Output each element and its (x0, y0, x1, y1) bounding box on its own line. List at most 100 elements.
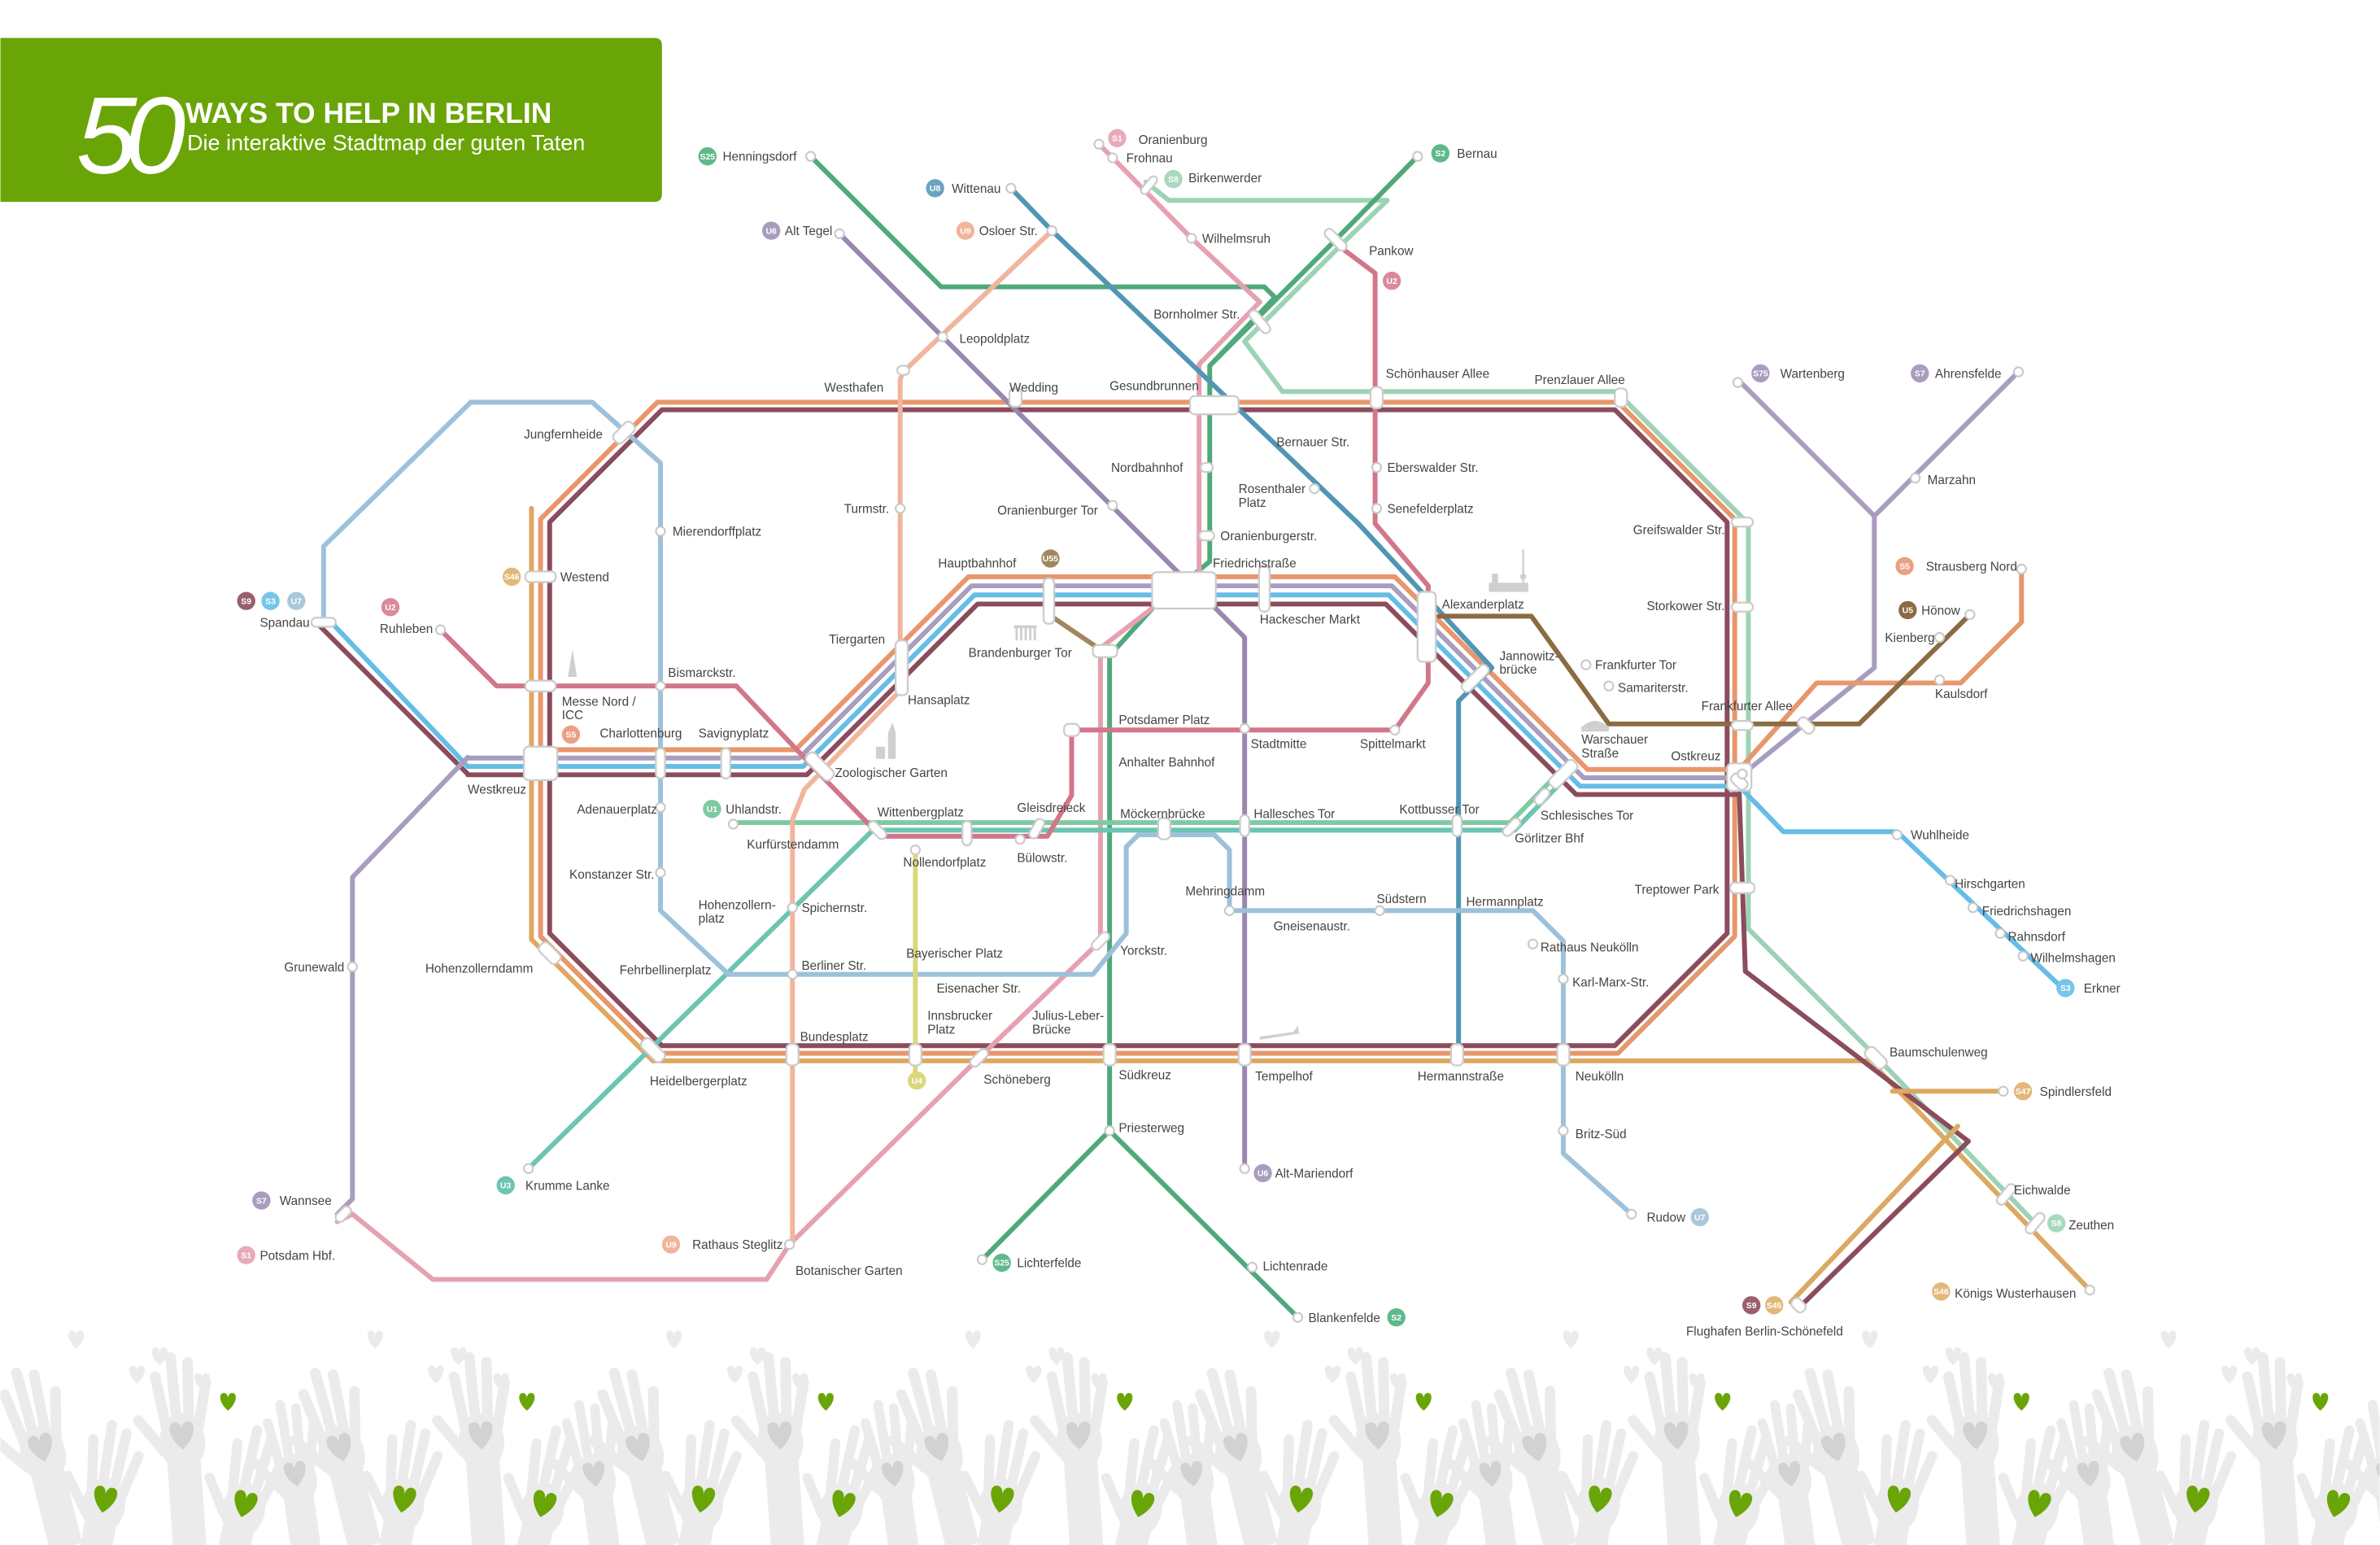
line-badge-s9[interactable]: S9 (1742, 1296, 1761, 1315)
interchange-marker[interactable] (1614, 387, 1628, 408)
station-label[interactable]: Berliner Str. (801, 959, 866, 973)
station-label[interactable]: Priesterweg (1118, 1122, 1184, 1136)
station-marker[interactable] (1967, 901, 1979, 914)
interchange-marker[interactable] (720, 747, 731, 780)
interchange-marker[interactable] (1237, 1043, 1252, 1067)
line-badge-s1[interactable]: S1 (1108, 129, 1127, 147)
station-marker[interactable] (1527, 938, 1539, 949)
interchange-marker[interactable] (639, 1037, 666, 1064)
station-marker[interactable] (787, 901, 798, 914)
interchange-marker[interactable] (310, 617, 337, 628)
station-label[interactable]: Yorckstr. (1120, 944, 1167, 958)
line-badge-u1[interactable]: U1 (703, 800, 721, 818)
station-marker[interactable] (1558, 973, 1569, 984)
station-label[interactable]: Nollendorfplatz (903, 856, 986, 870)
interchange-marker[interactable] (1239, 814, 1250, 837)
station-label[interactable]: Bernau (1457, 147, 1497, 161)
station-label[interactable]: Rudow (1646, 1211, 1686, 1225)
station-label[interactable]: Potsdamer Platz (1118, 714, 1210, 727)
station-label[interactable]: Karl-Marx-Str. (1572, 976, 1649, 990)
station-label[interactable]: Bundesplatz (800, 1031, 869, 1045)
line-badge-s3[interactable]: S3 (261, 591, 280, 610)
station-label[interactable]: Krumme Lanke (525, 1179, 610, 1193)
station-label[interactable]: Bernauer Str. (1276, 435, 1349, 449)
interchange-marker[interactable] (522, 745, 559, 781)
station-marker[interactable] (783, 1239, 796, 1250)
station-marker[interactable] (1944, 875, 1956, 886)
interchange-marker[interactable] (1556, 1043, 1571, 1067)
station-label[interactable]: Britz-Süd (1576, 1128, 1627, 1141)
line-s41-ring[interactable] (538, 399, 1737, 1056)
station-label[interactable]: Jungfernheide (524, 428, 603, 442)
station-marker[interactable] (1389, 724, 1401, 735)
line-u2[interactable] (438, 247, 1431, 839)
interchange-marker[interactable] (1730, 516, 1754, 528)
station-label[interactable]: Zeuthen (2068, 1219, 2114, 1233)
station-label[interactable]: Spandau (259, 616, 309, 630)
station-label[interactable]: Schönhauser Allee (1386, 367, 1489, 381)
interchange-marker[interactable] (1199, 461, 1214, 474)
station-label[interactable]: Bayerischer Platz (906, 947, 1003, 961)
station-marker[interactable] (937, 331, 948, 343)
station-label[interactable]: Blankenfelde (1309, 1312, 1380, 1325)
station-label[interactable]: Südkreuz (1118, 1068, 1171, 1082)
interchange-marker[interactable] (867, 819, 888, 840)
line-s25[interactable] (808, 154, 1278, 369)
station-label[interactable]: Birkenwerder (1188, 172, 1262, 185)
line-badge-s3[interactable]: S3 (2056, 979, 2075, 997)
station-marker[interactable] (1374, 905, 1385, 916)
station-marker[interactable] (1910, 472, 1921, 484)
line-badge-u9[interactable]: U9 (956, 221, 975, 240)
station-label[interactable]: Bornholmer Str. (1153, 308, 1240, 322)
line-s25-south[interactable] (979, 1128, 1113, 1263)
interchange-marker[interactable] (896, 364, 911, 376)
station-label[interactable]: Hohenzollerndamm (425, 962, 534, 976)
station-label[interactable]: Potsdam Hbf. (259, 1249, 335, 1263)
interchange-marker[interactable] (1198, 530, 1215, 542)
station-label[interactable]: Tiergarten (829, 633, 885, 647)
station-label[interactable]: Schlesisches Tor (1541, 809, 1633, 823)
station-marker[interactable] (787, 968, 798, 980)
line-badge-s5[interactable]: S5 (561, 725, 581, 744)
station-marker[interactable] (1737, 768, 1748, 779)
interchange-marker[interactable] (1460, 663, 1491, 694)
station-label[interactable]: Samariterstr. (1618, 682, 1689, 696)
interchange-marker[interactable] (1369, 386, 1384, 409)
station-label[interactable]: Rathaus Steglitz (692, 1238, 782, 1252)
line-s1[interactable] (334, 142, 1262, 1282)
station-label[interactable]: Henningsdorf (722, 151, 797, 164)
interchange-marker[interactable] (1092, 644, 1118, 658)
line-badge-u5[interactable]: U5 (1898, 600, 1917, 620)
interchange-marker[interactable] (894, 639, 909, 696)
station-label[interactable]: Spittelmarkt (1360, 738, 1426, 752)
station-marker[interactable] (655, 801, 666, 814)
line-badge-u3[interactable]: U3 (496, 1176, 515, 1195)
station-label[interactable]: Wuhlheide (1911, 829, 1969, 843)
station-label[interactable]: Friedrichstraße (1213, 557, 1297, 571)
station-label[interactable]: Wittenbergplatz (878, 806, 964, 820)
line-s8[interactable] (1143, 179, 2038, 1226)
station-label[interactable]: Westend (560, 570, 609, 584)
station-label[interactable]: Senefelderplatz (1388, 503, 1474, 517)
line-badge-s2[interactable]: S2 (1387, 1307, 1406, 1327)
interchange-marker[interactable] (961, 820, 973, 847)
line-s3-west[interactable] (329, 619, 471, 770)
interchange-marker[interactable] (1501, 816, 1522, 837)
station-marker[interactable] (1580, 659, 1592, 670)
interchange-marker[interactable] (1728, 881, 1756, 894)
station-label[interactable]: Rahnsdorf (2007, 931, 2065, 945)
station-label[interactable]: Spindlersfeld (2040, 1085, 2112, 1099)
interchange-marker[interactable] (1449, 1043, 1464, 1067)
station-label[interactable]: Stadtmitte (1251, 738, 1307, 752)
station-marker[interactable] (1998, 1085, 2009, 1097)
station-label[interactable]: Eisenacher Str. (936, 982, 1021, 996)
station-marker[interactable] (1186, 233, 1197, 244)
station-marker[interactable] (1239, 1163, 1250, 1174)
station-marker[interactable] (1371, 503, 1383, 514)
interchange-marker[interactable] (1995, 1182, 2018, 1207)
line-badge-u8[interactable]: U8 (926, 179, 944, 198)
station-label[interactable]: Eichwalde (2014, 1184, 2071, 1198)
station-label[interactable]: Görlitzer Bhf (1515, 831, 1584, 845)
